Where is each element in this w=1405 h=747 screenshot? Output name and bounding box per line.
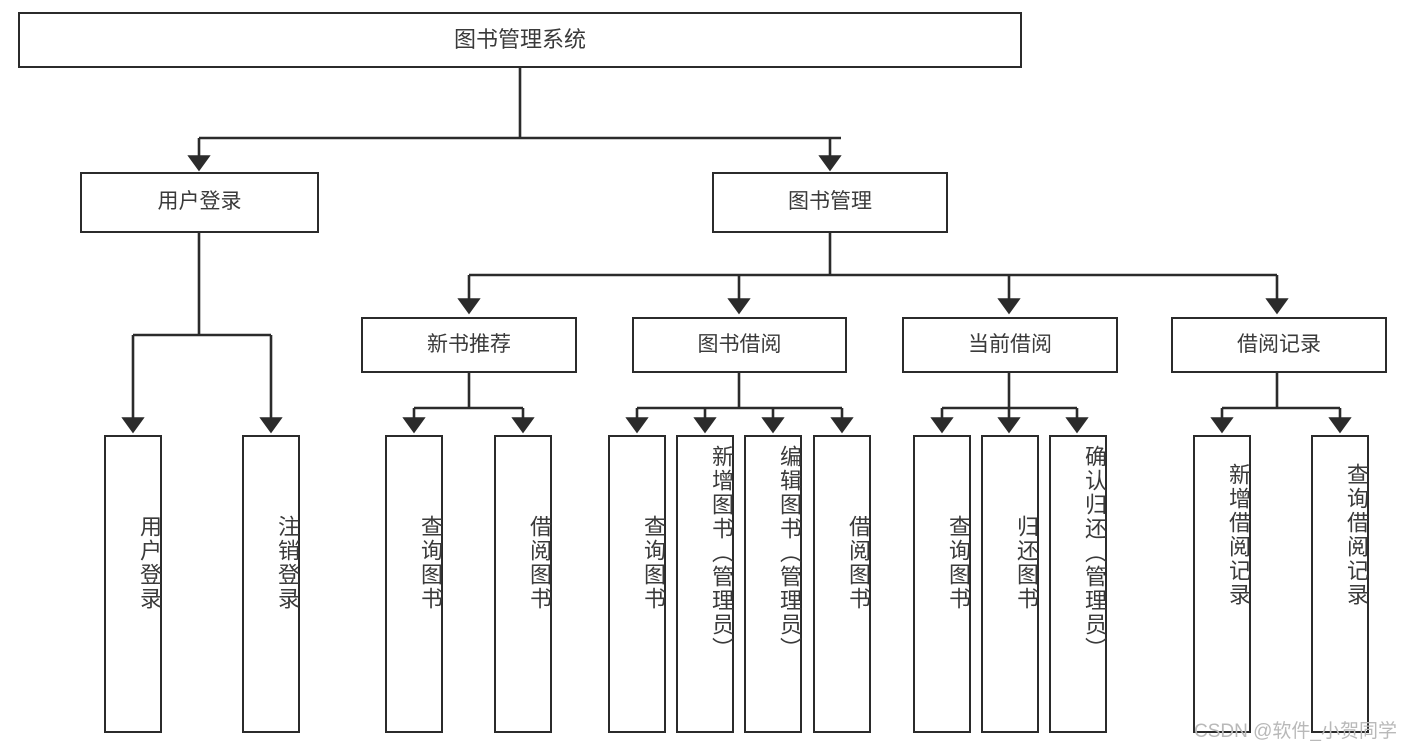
node-leaf-borrow-book-2[interactable]: 借阅图书 xyxy=(813,435,871,733)
node-book-management-label: 图书管理 xyxy=(788,190,872,214)
node-leaf-add-book[interactable]: 新增图书（管理员） xyxy=(676,435,734,733)
node-leaf-query-book-1[interactable]: 查询图书 xyxy=(385,435,443,733)
node-leaf-query-book-3-label: 查询图书 xyxy=(946,515,971,611)
node-user-login-label: 用户登录 xyxy=(157,190,242,214)
node-leaf-return-book[interactable]: 归还图书 xyxy=(981,435,1039,733)
node-leaf-logout-label: 注销登录 xyxy=(275,515,300,611)
node-leaf-user-login[interactable]: 用户登录 xyxy=(104,435,162,733)
node-leaf-edit-book-label: 编辑图书（管理员） xyxy=(777,445,802,661)
node-book-borrow-label: 图书借阅 xyxy=(697,332,782,356)
node-borrow-record-label: 借阅记录 xyxy=(1237,332,1321,356)
node-leaf-confirm-return-label: 确认归还（管理员） xyxy=(1082,445,1107,661)
node-book-borrow[interactable]: 图书借阅 xyxy=(632,317,847,373)
node-root[interactable]: 图书管理系统 xyxy=(18,12,1022,68)
node-current-borrow-label: 当前借阅 xyxy=(968,332,1052,356)
node-book-management[interactable]: 图书管理 xyxy=(712,172,948,233)
node-leaf-confirm-return[interactable]: 确认归还（管理员） xyxy=(1049,435,1107,733)
node-leaf-edit-book[interactable]: 编辑图书（管理员） xyxy=(744,435,802,733)
node-leaf-add-book-label: 新增图书（管理员） xyxy=(709,445,734,661)
node-leaf-query-record-label: 查询借阅记录 xyxy=(1344,463,1369,607)
node-leaf-return-book-label: 归还图书 xyxy=(1014,515,1039,611)
node-leaf-query-book-3[interactable]: 查询图书 xyxy=(913,435,971,733)
node-root-label: 图书管理系统 xyxy=(453,27,586,53)
node-current-borrow[interactable]: 当前借阅 xyxy=(902,317,1118,373)
node-leaf-user-login-label: 用户登录 xyxy=(137,515,162,611)
node-new-book-recommend[interactable]: 新书推荐 xyxy=(361,317,577,373)
node-leaf-borrow-book-1-label: 借阅图书 xyxy=(527,515,552,611)
node-leaf-query-record[interactable]: 查询借阅记录 xyxy=(1311,435,1369,733)
node-leaf-query-book-1-label: 查询图书 xyxy=(418,515,443,611)
node-leaf-query-book-2[interactable]: 查询图书 xyxy=(608,435,666,733)
node-leaf-borrow-book-2-label: 借阅图书 xyxy=(846,515,871,611)
node-leaf-query-book-2-label: 查询图书 xyxy=(641,515,666,611)
watermark-text: CSDN @软件_小贺同学 xyxy=(1194,721,1397,742)
node-leaf-borrow-book-1[interactable]: 借阅图书 xyxy=(494,435,552,733)
node-leaf-add-record-label: 新增借阅记录 xyxy=(1226,463,1251,607)
node-new-book-recommend-label: 新书推荐 xyxy=(427,332,511,356)
node-leaf-logout[interactable]: 注销登录 xyxy=(242,435,300,733)
node-user-login[interactable]: 用户登录 xyxy=(80,172,319,233)
node-borrow-record[interactable]: 借阅记录 xyxy=(1171,317,1387,373)
node-leaf-add-record[interactable]: 新增借阅记录 xyxy=(1193,435,1251,733)
